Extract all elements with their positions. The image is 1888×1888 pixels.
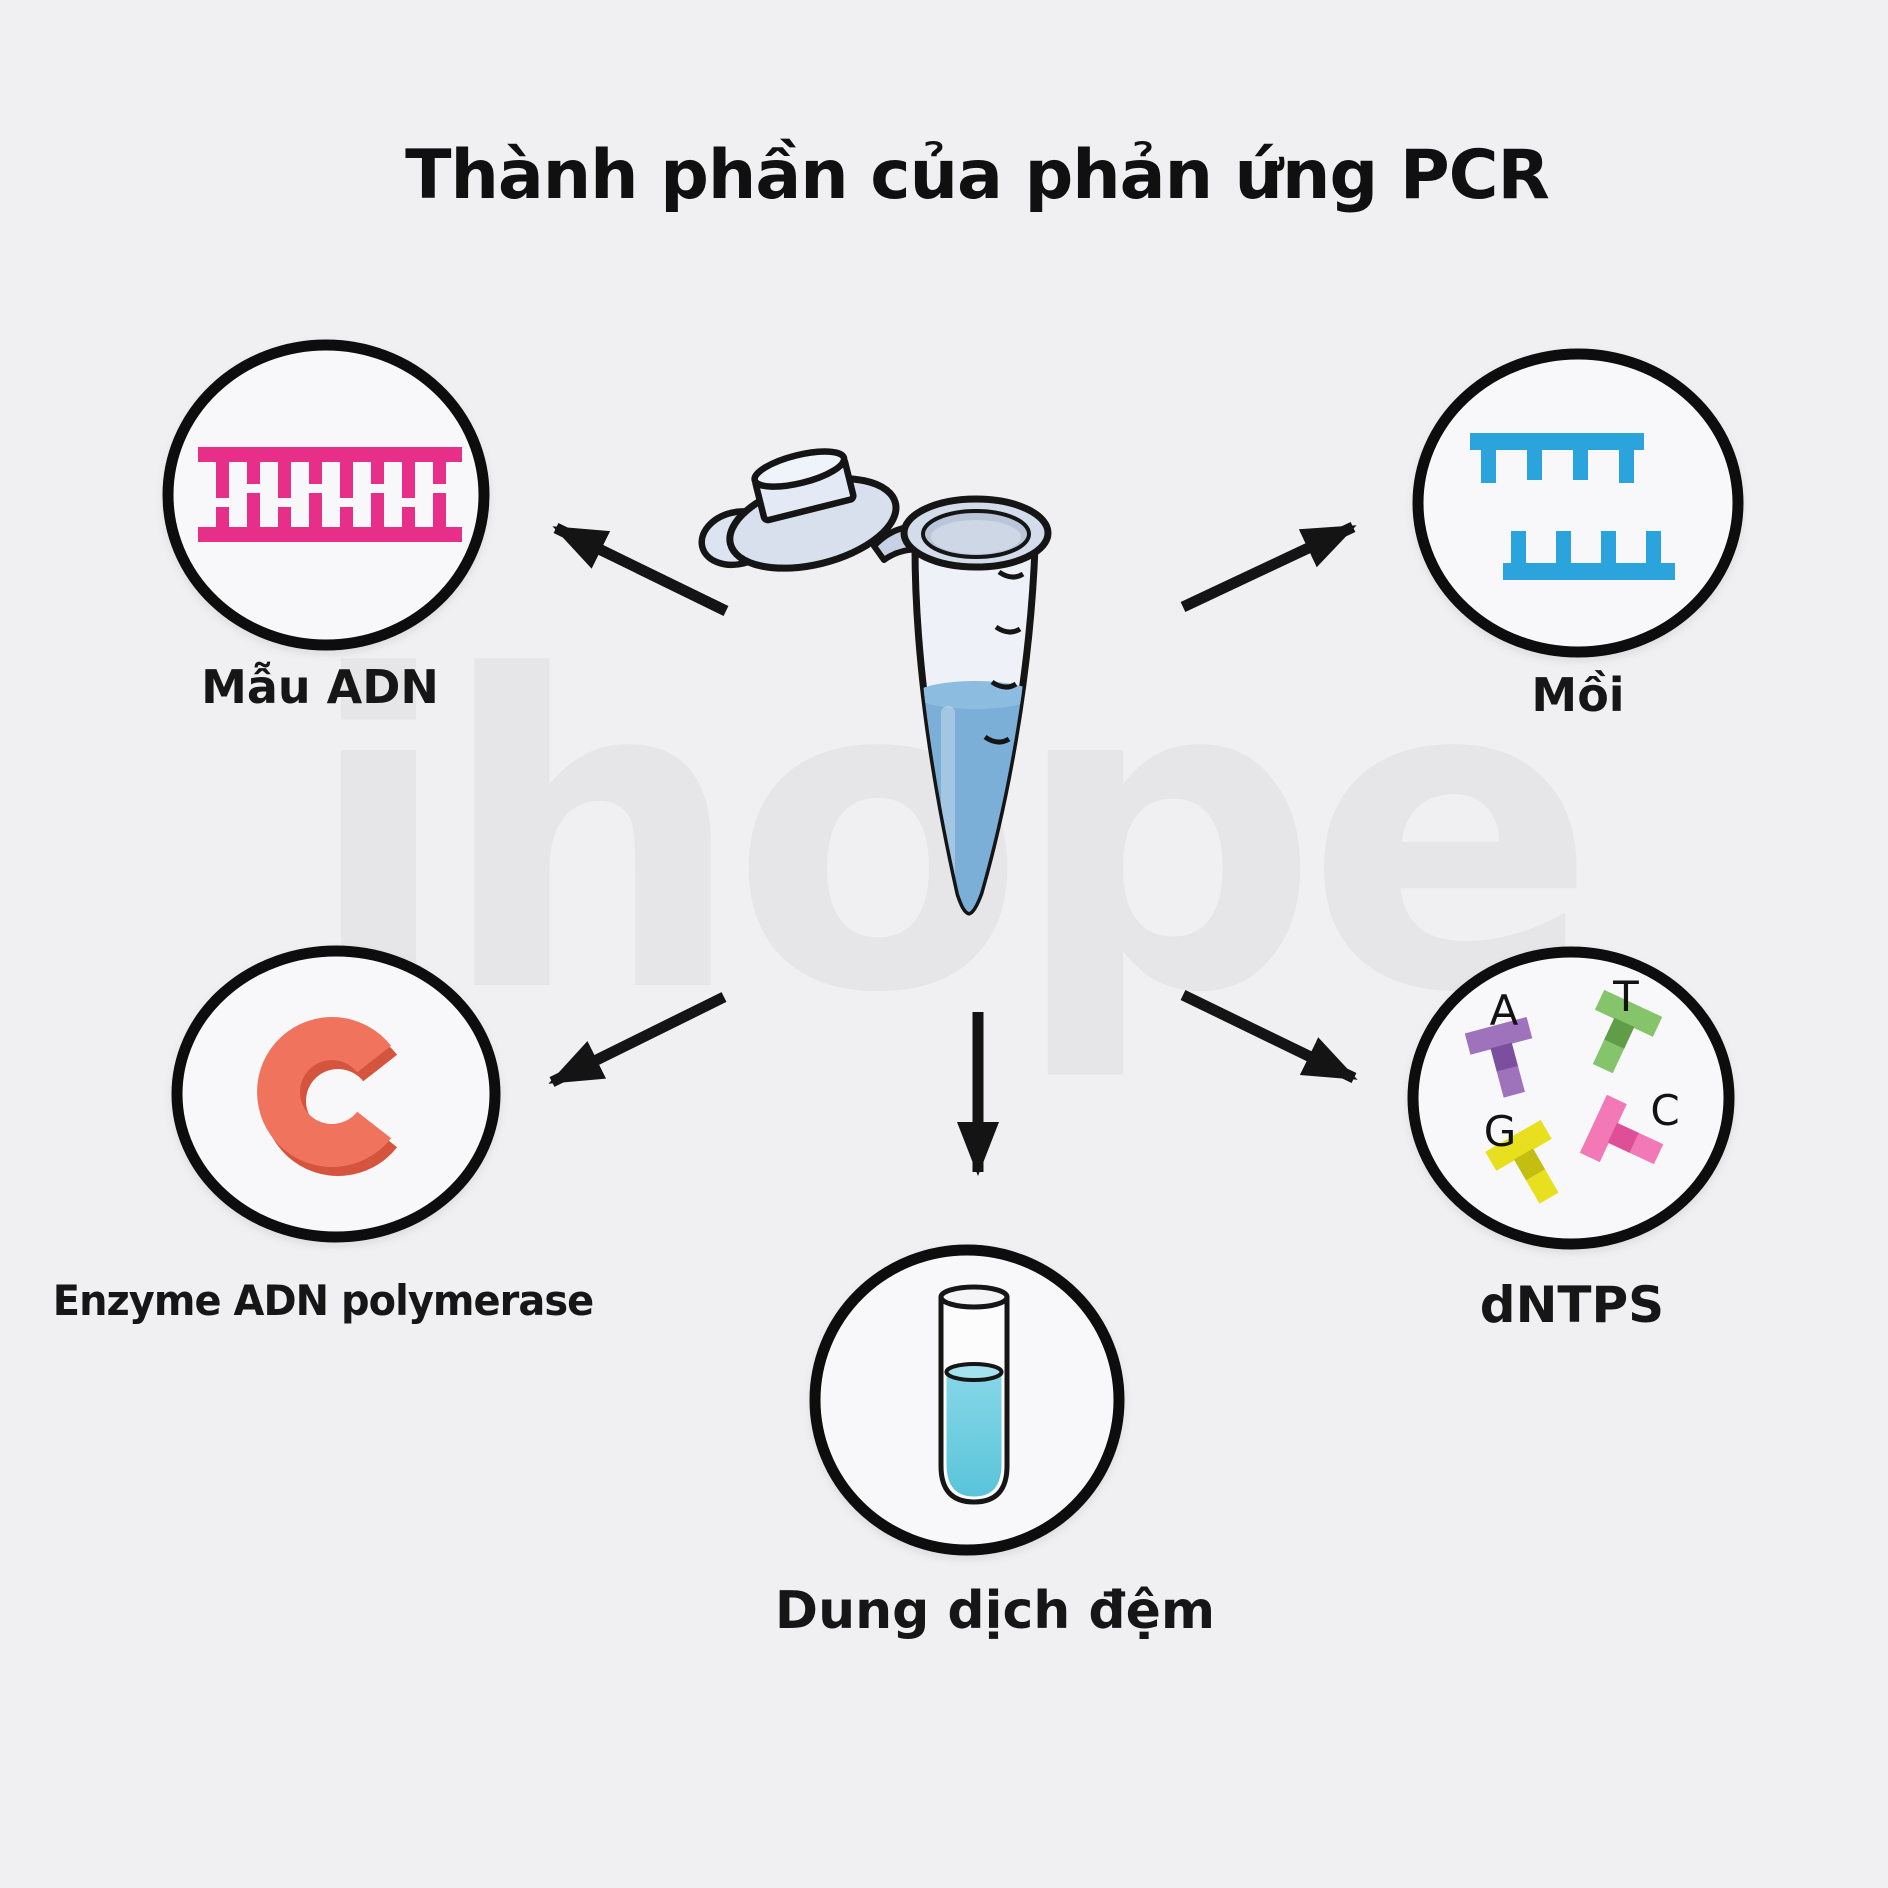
pcr-tube: [698, 448, 1052, 916]
primer-strands-icon: [1470, 433, 1675, 580]
pcr-tube-graduations: [983, 569, 1025, 745]
arrow-to-enzyme: [548, 992, 727, 1087]
pcr-tube-rim: [900, 495, 1052, 571]
circle-primer: [1412, 348, 1744, 658]
pcr-tube-liquid: [915, 681, 1035, 912]
pcr-tube-cap: [698, 448, 900, 572]
test-tube-icon: [938, 1284, 1010, 1505]
arrow-to-dntps: [1180, 990, 1358, 1083]
arrow-to-dna-template: [552, 523, 729, 616]
nucleotide-g-icon: [1485, 1119, 1559, 1204]
nucleotide-c-icon: [1579, 1094, 1664, 1165]
polymerase-c-icon: [257, 1017, 398, 1177]
nucleotide-a-letter: A: [1490, 986, 1519, 1035]
nucleotide-a-icon: [1464, 1016, 1533, 1098]
nucleotide-c-letter: C: [1650, 1086, 1679, 1135]
circle-dna-template: [162, 339, 490, 651]
dna-double-strand-icon: [198, 447, 462, 542]
arrow-to-primer: [1180, 522, 1357, 612]
arrows: [548, 522, 1358, 1176]
nucleotide-t-icons: A T G C: [1464, 972, 1680, 1204]
nucleotide-t-icon: [1592, 989, 1663, 1074]
circle-enzyme: [171, 945, 501, 1243]
circle-dntps: [1407, 946, 1735, 1250]
nucleotide-t-letter: T: [1612, 972, 1639, 1021]
nucleotide-g-letter: G: [1484, 1107, 1517, 1156]
